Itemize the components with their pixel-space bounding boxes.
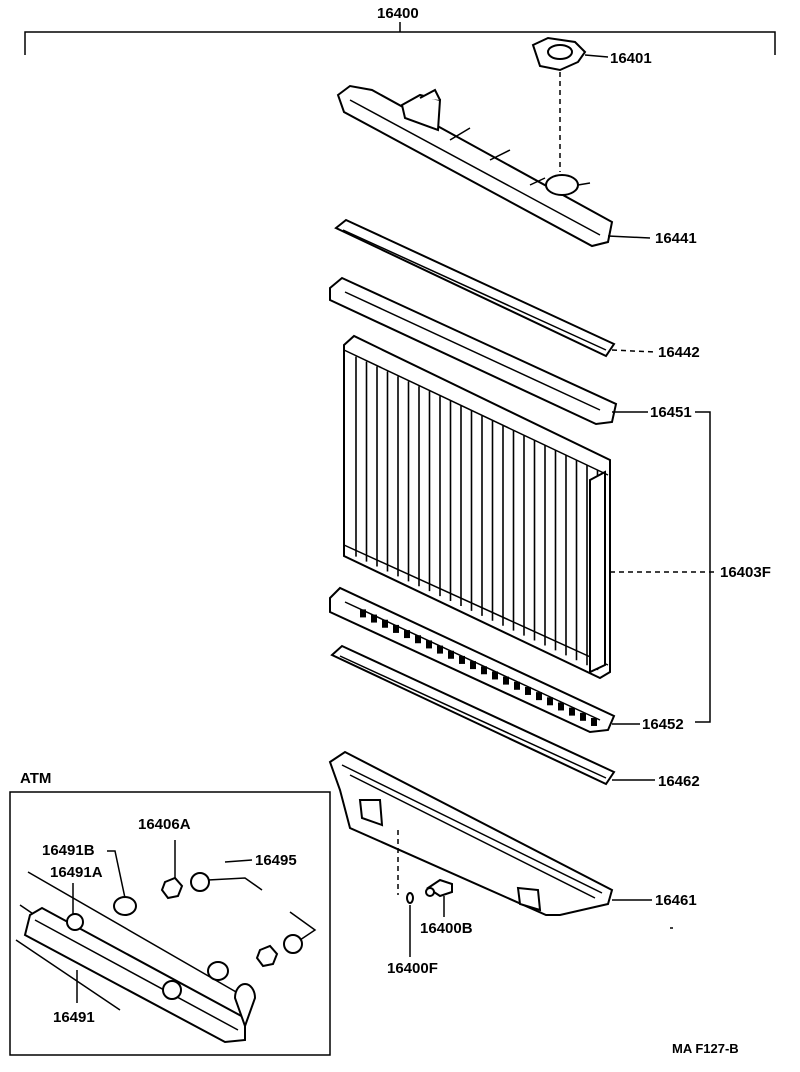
plate-slot bbox=[481, 666, 487, 675]
label-16406A: 16406A bbox=[138, 816, 191, 833]
plate-slot bbox=[382, 619, 388, 628]
plate-slot bbox=[360, 609, 366, 618]
assembly-bracket bbox=[24, 22, 776, 55]
plate-slot bbox=[415, 635, 421, 644]
plate-slot bbox=[404, 630, 410, 639]
atm-heading: ATM bbox=[20, 770, 51, 787]
label-16452: 16452 bbox=[642, 716, 684, 733]
label-16403F: 16403F bbox=[720, 564, 771, 581]
plate-slot bbox=[426, 640, 432, 649]
plate-slot bbox=[547, 697, 553, 706]
plate-slot bbox=[437, 645, 443, 654]
plate-slot bbox=[569, 707, 575, 716]
label-16400: 16400 bbox=[377, 5, 419, 22]
lower-core-plate bbox=[329, 586, 640, 734]
label-16491B: 16491B bbox=[42, 842, 95, 859]
plate-slot bbox=[459, 655, 465, 664]
plate-slot bbox=[591, 717, 597, 726]
footer-code: MA F127-B bbox=[672, 1041, 739, 1056]
upper-tank bbox=[336, 84, 651, 248]
drain-oring bbox=[406, 892, 414, 957]
label-16495: 16495 bbox=[255, 852, 297, 869]
lower-gasket bbox=[330, 644, 655, 786]
plate-slot bbox=[470, 661, 476, 670]
drain-cock bbox=[425, 878, 453, 917]
label-16442: 16442 bbox=[658, 344, 700, 361]
label-16461: 16461 bbox=[655, 892, 697, 909]
label-16401: 16401 bbox=[610, 50, 652, 67]
plate-slot bbox=[558, 702, 564, 711]
radiator-cap bbox=[531, 36, 609, 172]
upper-core-plate bbox=[329, 276, 648, 426]
upper-gasket bbox=[334, 218, 656, 358]
plate-slot bbox=[393, 624, 399, 633]
plate-slot bbox=[580, 712, 586, 721]
plate-slot bbox=[448, 650, 454, 659]
label-16462: 16462 bbox=[658, 773, 700, 790]
plate-slot bbox=[525, 686, 531, 695]
radiator-core bbox=[343, 334, 611, 680]
label-16451: 16451 bbox=[650, 404, 692, 421]
plate-slot bbox=[371, 614, 377, 623]
label-16491A: 16491A bbox=[50, 864, 103, 881]
plate-slot bbox=[536, 692, 542, 701]
plate-slot bbox=[514, 681, 520, 690]
lower-tank bbox=[328, 750, 673, 929]
plate-slot bbox=[492, 671, 498, 680]
label-16491: 16491 bbox=[53, 1009, 95, 1026]
plate-slot bbox=[503, 676, 509, 685]
label-16400B: 16400B bbox=[420, 920, 473, 937]
label-16441: 16441 bbox=[655, 230, 697, 247]
core-bracket bbox=[610, 411, 715, 723]
atm-inset bbox=[9, 791, 331, 1056]
label-16400F: 16400F bbox=[387, 960, 438, 977]
